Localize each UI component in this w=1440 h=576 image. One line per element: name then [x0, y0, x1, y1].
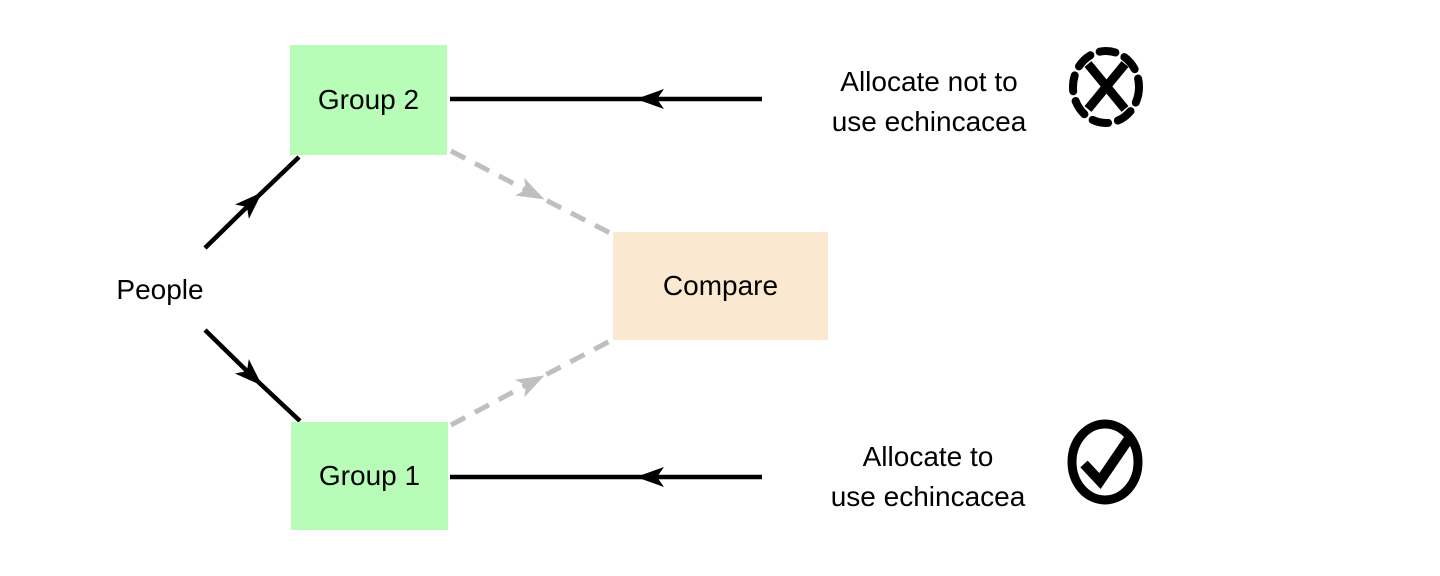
node-group1-label: Group 1: [318, 460, 421, 491]
arrow-group2-to-compare: [449, 148, 614, 237]
node-people: People: [116, 274, 204, 305]
annotation-allocate-treatment: Allocate to use echincacea: [778, 437, 1078, 517]
annotation-allocate-control-line2: use echincacea: [831, 106, 1027, 137]
arrow-group1-to-compare: [449, 337, 614, 428]
node-group1: Group 1: [291, 422, 448, 530]
annotation-allocate-treatment-line2: use echincacea: [830, 481, 1026, 512]
arrow-people-to-group1: [203, 328, 302, 423]
node-group2-label: Group 2: [317, 84, 420, 115]
node-compare: Compare: [613, 232, 828, 340]
arrow-people-to-group2: [203, 155, 301, 250]
node-group2: Group 2: [290, 45, 447, 155]
cross-circle-icon: [1069, 47, 1143, 127]
node-compare-label: Compare: [662, 270, 779, 301]
annotation-allocate-treatment-line1: Allocate to: [862, 441, 994, 472]
annotation-allocate-control-line1: Allocate not to: [840, 66, 1018, 97]
annotation-allocate-control: Allocate not to use echincacea: [779, 62, 1079, 142]
check-circle-icon: [1067, 419, 1143, 505]
